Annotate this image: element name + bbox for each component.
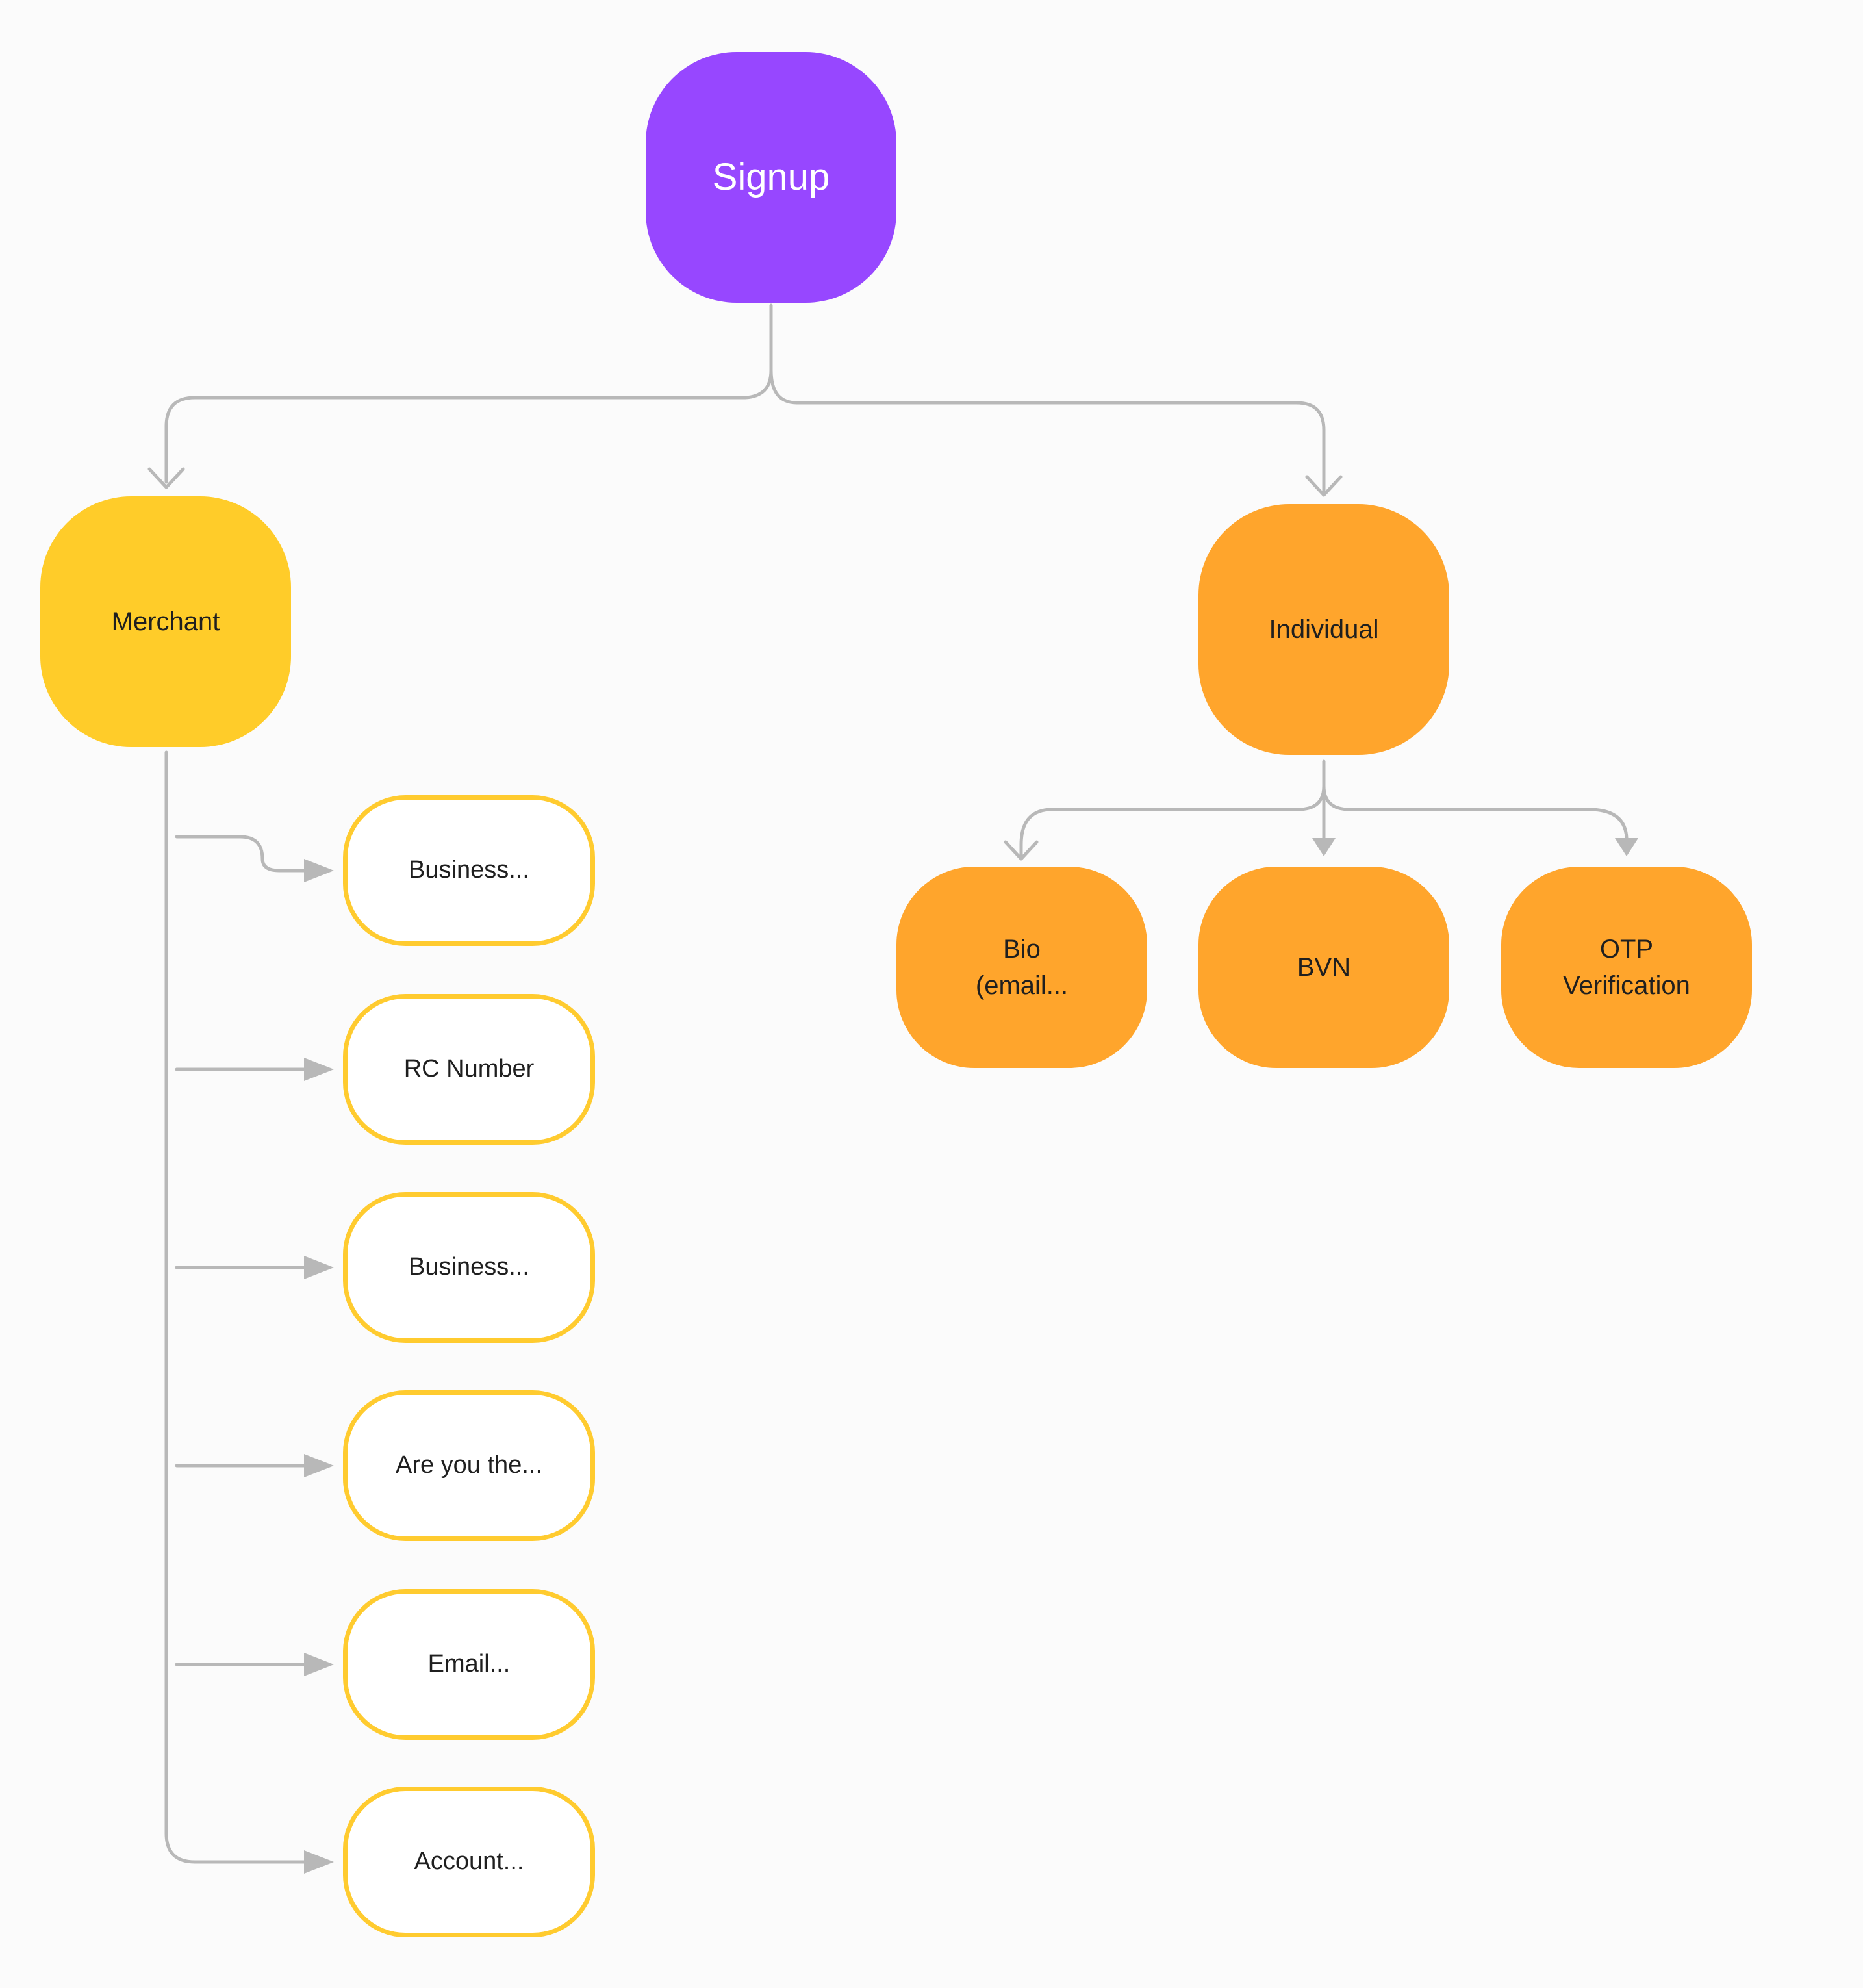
merchant-step-are-you-the[interactable]: Are you the... [343, 1390, 595, 1541]
arrowhead-bvn [1312, 838, 1336, 856]
arrowhead-individual [1305, 475, 1343, 497]
connector-signup-trunk [164, 303, 773, 484]
merchant-step-label: Are you the... [395, 1451, 542, 1479]
bio-node-label: Bio (email... [975, 935, 1069, 1000]
connector-signup-individual [769, 368, 1326, 493]
arrowhead-step-6 [304, 1850, 334, 1874]
merchant-node[interactable]: Merchant [40, 496, 291, 747]
arrowhead-bio [1004, 840, 1039, 861]
arrowhead-step-3 [304, 1256, 334, 1279]
bio-node[interactable]: Bio (email... [896, 867, 1147, 1068]
arrowhead-step-1 [304, 859, 334, 882]
merchant-step-label: Business... [409, 1253, 529, 1281]
connector-individual-left [1019, 759, 1326, 857]
signup-node[interactable]: Signup [646, 52, 896, 303]
bvn-node-label: BVN [1297, 953, 1351, 982]
arrowhead-step-4 [304, 1454, 334, 1477]
merchant-step-email[interactable]: Email... [343, 1589, 595, 1740]
connector-individual-right [1322, 784, 1629, 840]
merchant-step-account[interactable]: Account... [343, 1787, 595, 1937]
signup-node-label: Signup [712, 156, 830, 199]
connector-merchant-spine [164, 750, 307, 1864]
arrowhead-otp [1615, 838, 1638, 856]
merchant-step-label: RC Number [403, 1055, 535, 1083]
merchant-step-business-1[interactable]: Business... [343, 795, 595, 946]
otp-verification-node-label: OTP Verification [1563, 935, 1690, 1000]
arrowhead-step-5 [304, 1653, 334, 1676]
merchant-step-label: Business... [409, 856, 529, 884]
individual-node[interactable]: Individual [1198, 504, 1449, 755]
otp-verification-node[interactable]: OTP Verification [1501, 867, 1752, 1068]
arrowhead-step-2 [304, 1058, 334, 1081]
merchant-step-rc-number[interactable]: RC Number [343, 994, 595, 1145]
arrowhead-merchant [147, 467, 185, 489]
bvn-node[interactable]: BVN [1198, 867, 1449, 1068]
individual-node-label: Individual [1269, 615, 1379, 644]
connector-step-1 [175, 835, 307, 873]
merchant-node-label: Merchant [111, 607, 220, 636]
merchant-step-label: Email... [427, 1650, 511, 1678]
merchant-step-business-2[interactable]: Business... [343, 1192, 595, 1343]
merchant-step-label: Account... [414, 1848, 524, 1876]
